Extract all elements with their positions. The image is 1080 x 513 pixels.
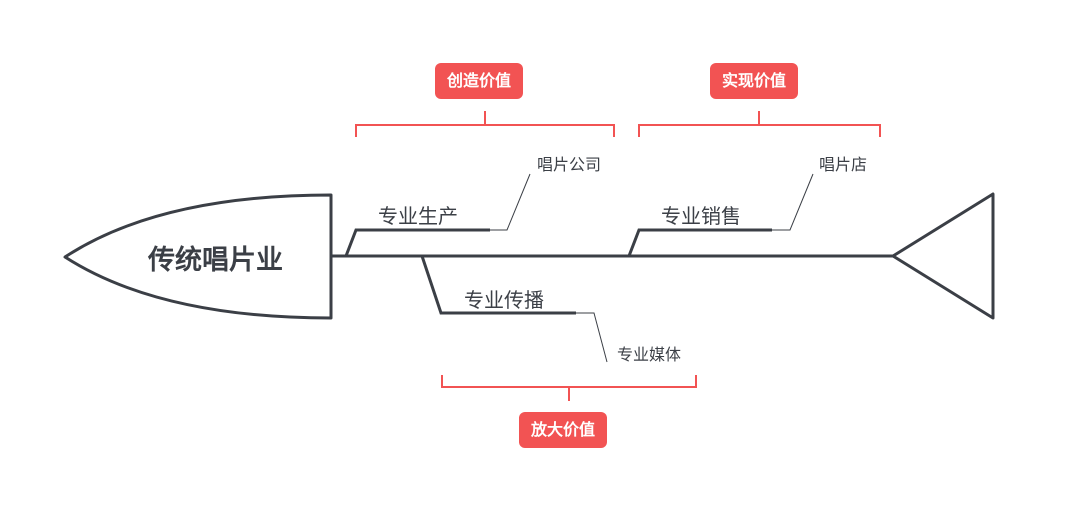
group-label-realize-value: 实现价值 [710, 63, 799, 99]
leaf-label-record-company: 唱片公司 [537, 155, 602, 174]
bone-sales-line [627, 228, 772, 257]
bone-label-production: 专业生产 [378, 204, 458, 228]
leaf-label-record-store: 唱片店 [819, 155, 868, 174]
leaf-label-professional-media: 专业媒体 [617, 345, 682, 364]
bracket-realize-value [638, 111, 881, 137]
bone-label-sales: 专业销售 [661, 204, 741, 228]
bone-label-broadcast: 专业传播 [464, 288, 544, 312]
leaf-connector-broadcast [576, 312, 608, 363]
group-label-amplify-value: 放大价值 [519, 412, 608, 448]
fish-head-shape [63, 193, 333, 320]
bracket-create-value [355, 111, 615, 137]
fish-tail-shape [891, 192, 995, 320]
leaf-connector-production [490, 173, 531, 231]
bone-production-line [344, 228, 490, 257]
bracket-amplify-value [441, 375, 697, 401]
leaf-connector-sales [772, 173, 814, 231]
bone-broadcast-line [420, 255, 576, 315]
head-title: 传统唱片业 [148, 245, 283, 276]
group-label-create-value: 创造价值 [435, 63, 524, 99]
